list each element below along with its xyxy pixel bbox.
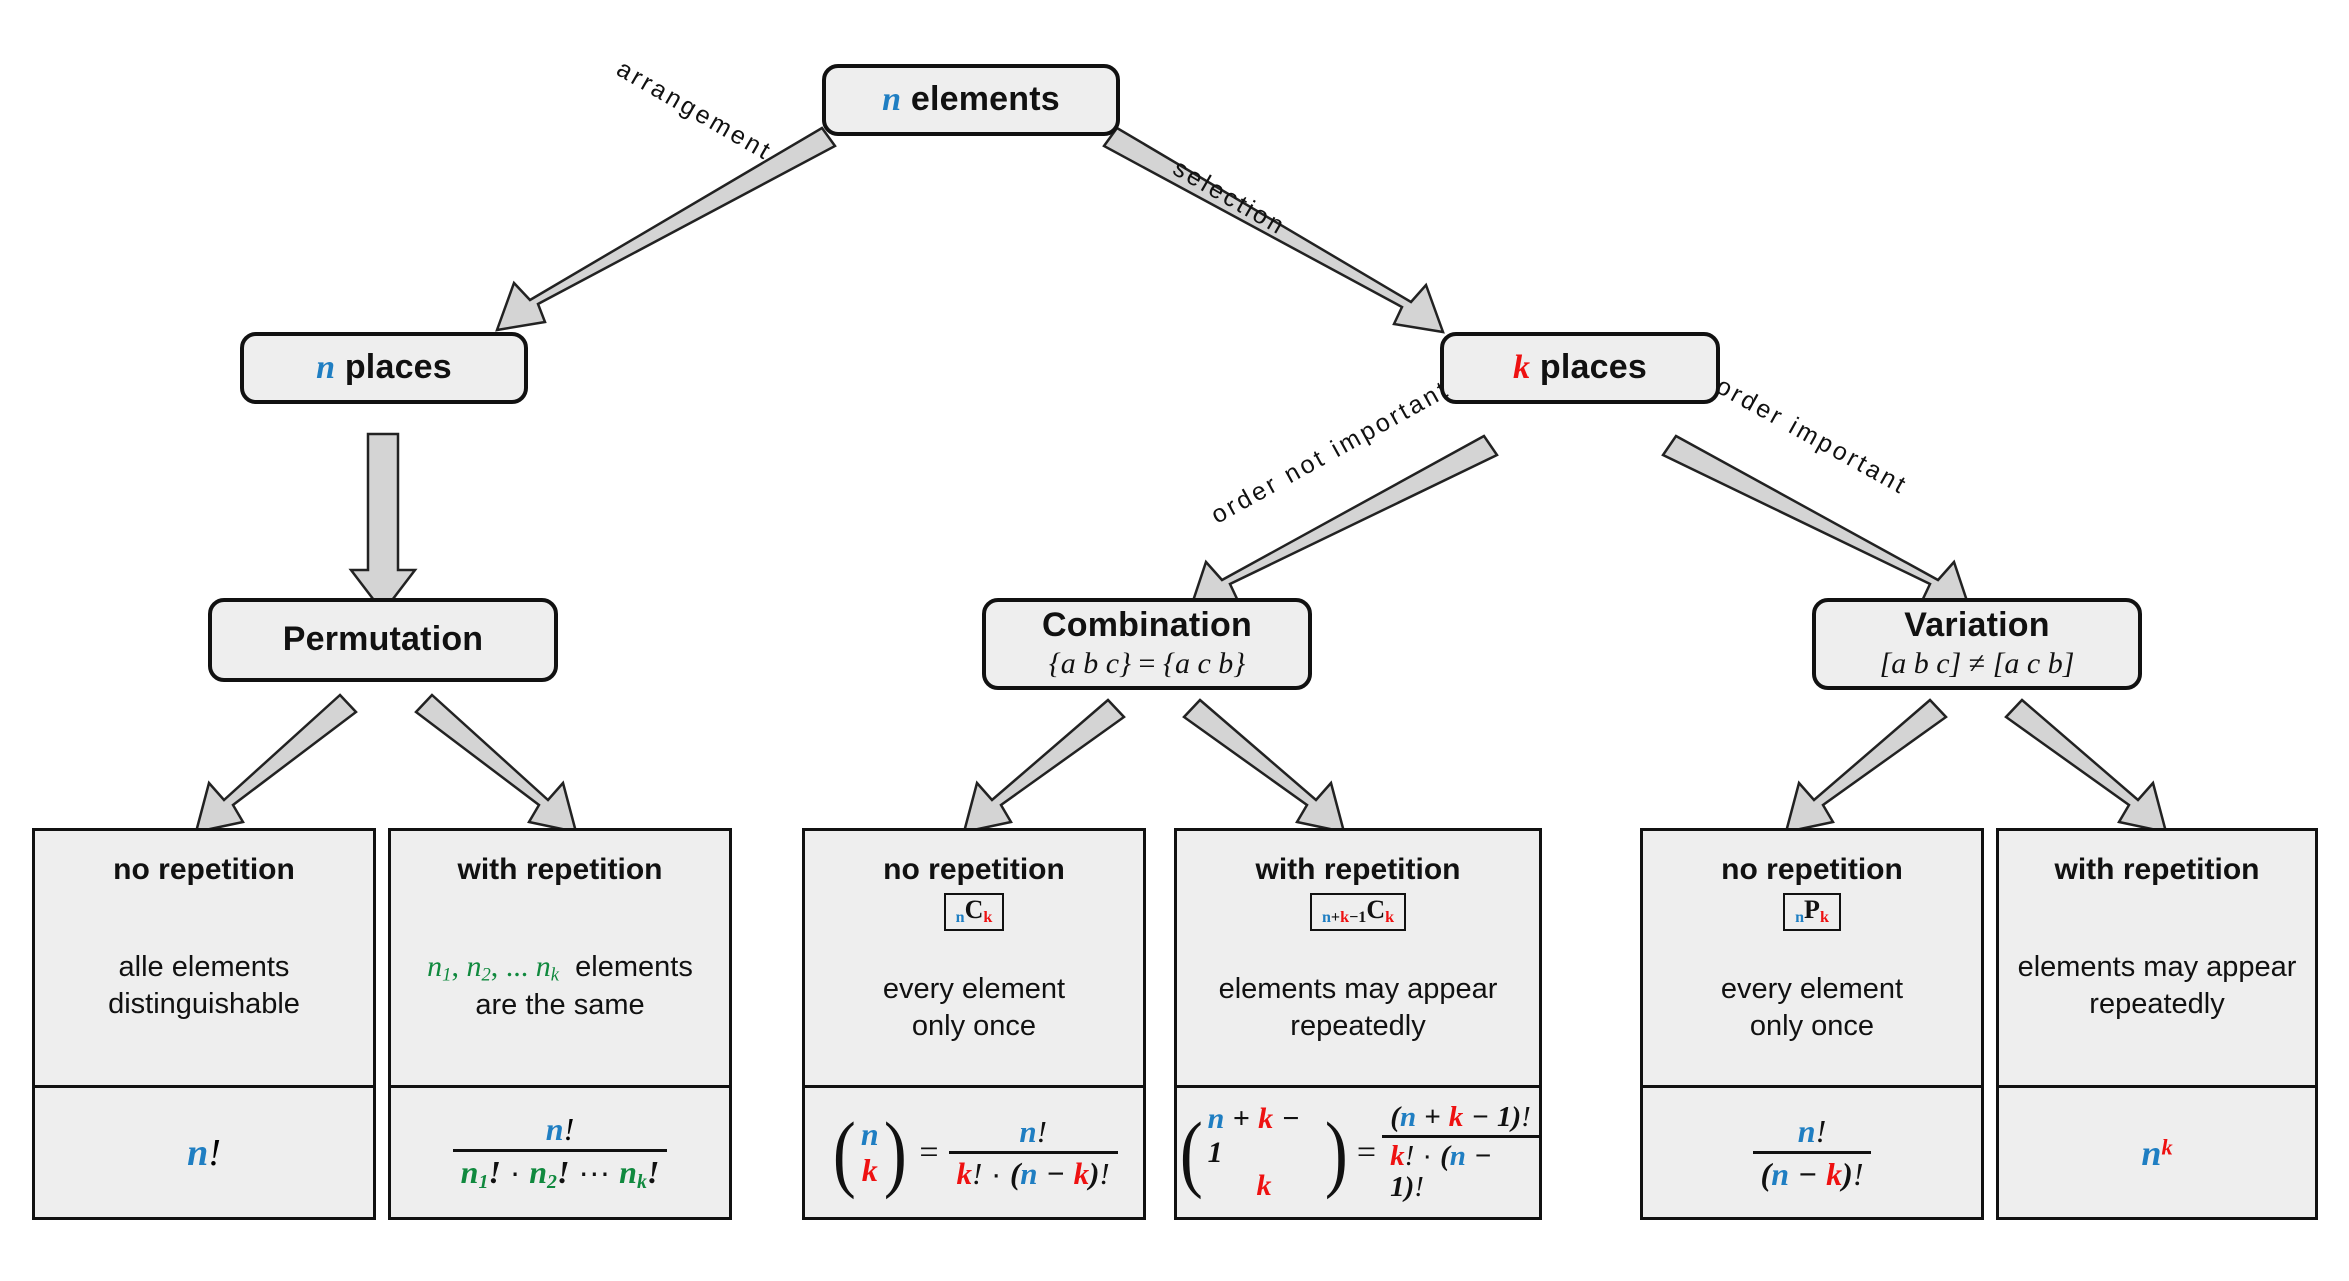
leaf-5-upper: no repetition nPk every element only onc… bbox=[1643, 831, 1981, 1085]
node-variation[interactable]: Variation [a b c] ≠ [a c b] bbox=[1812, 598, 2142, 690]
arrow-permutation-to-leaf-2 bbox=[414, 693, 578, 834]
arrow-root-to-n-places bbox=[495, 126, 837, 332]
node-n-elements[interactable]: n elements bbox=[822, 64, 1120, 136]
leaf-3-upper: no repetition nCk every element only onc… bbox=[805, 831, 1143, 1085]
leaf-4-header: with repetition bbox=[1255, 853, 1461, 886]
leaf-4-binomial: ( n + k − 1 k ) bbox=[1179, 1102, 1349, 1203]
leaf-4-formula: ( n + k − 1 k ) = bbox=[1177, 1085, 1539, 1217]
leaf-1-header: no repetition bbox=[113, 853, 295, 886]
leaf-3-notation: nCk bbox=[943, 893, 1005, 932]
leaf-3-binomial: ( n k ) bbox=[833, 1103, 907, 1200]
leaf-2-denominator: n1! · n2! ··· nk! bbox=[452, 1148, 668, 1193]
leaf-1-description: alle elements distinguishable bbox=[108, 950, 300, 1020]
node-permutation[interactable]: Permutation bbox=[208, 598, 558, 682]
leaf-6-upper: with repetition elements may appear repe… bbox=[1999, 831, 2315, 1085]
leaf-2-description: n1, n2, ... nk elements are the same bbox=[427, 949, 693, 1022]
leaf-variation-no-repetition[interactable]: no repetition nPk every element only onc… bbox=[1640, 828, 1984, 1220]
arrow-permutation-to-leaf-1 bbox=[194, 693, 358, 834]
node-n-places-label: n places bbox=[316, 348, 452, 387]
leaf-5-header: no repetition bbox=[1721, 853, 1903, 886]
leaf-variation-with-repetition[interactable]: with repetition elements may appear repe… bbox=[1996, 828, 2318, 1220]
leaf-2-numerator: n! bbox=[545, 1111, 575, 1148]
leaf-1-formula: n! bbox=[35, 1085, 373, 1217]
leaf-2-upper: with repetition n1, n2, ... nk elements … bbox=[391, 831, 729, 1085]
leaf-2-header: with repetition bbox=[457, 853, 663, 886]
arrow-n-places-to-permutation bbox=[348, 432, 418, 615]
arrow-k-places-to-combination bbox=[1188, 434, 1499, 612]
edge-label-order-not-important: order not important bbox=[1206, 374, 1455, 530]
node-n-places[interactable]: n places bbox=[240, 332, 528, 404]
leaf-4-description: elements may appear repeatedly bbox=[1218, 972, 1498, 1043]
node-n-elements-label: n elements bbox=[882, 80, 1060, 119]
leaf-6-description: elements may appear repeatedly bbox=[2017, 950, 2297, 1020]
leaf-combination-no-repetition[interactable]: no repetition nCk every element only onc… bbox=[802, 828, 1146, 1220]
leaf-permutation-with-repetition[interactable]: with repetition n1, n2, ... nk elements … bbox=[388, 828, 732, 1220]
edge-label-arrangement: arrangement bbox=[611, 54, 778, 167]
leaf-5-notation: nPk bbox=[1783, 893, 1841, 932]
leaf-2-formula: n! n1! · n2! ··· nk! bbox=[391, 1085, 729, 1217]
leaf-6-formula: nk bbox=[1999, 1085, 2315, 1217]
node-combination[interactable]: Combination {a b c} = {a c b} bbox=[982, 598, 1312, 690]
edge-label-selection: selection bbox=[1168, 153, 1292, 242]
node-variation-example: [a b c] ≠ [a c b] bbox=[1879, 647, 2075, 681]
leaf-4-notation: n+k−1Ck bbox=[1309, 893, 1407, 932]
arrow-combination-to-leaf-3 bbox=[962, 698, 1126, 834]
leaf-combination-with-repetition[interactable]: with repetition n+k−1Ck elements may app… bbox=[1174, 828, 1542, 1220]
node-k-places-label: k places bbox=[1513, 348, 1647, 387]
node-k-places[interactable]: k places bbox=[1440, 332, 1720, 404]
arrow-variation-to-leaf-6 bbox=[2004, 698, 2168, 834]
leaf-3-description: every element only once bbox=[882, 972, 1066, 1043]
node-variation-label: Variation bbox=[1904, 606, 2050, 645]
arrow-combination-to-leaf-4 bbox=[1182, 698, 1346, 834]
arrow-variation-to-leaf-5 bbox=[1784, 698, 1948, 834]
node-combination-label: Combination bbox=[1042, 606, 1252, 645]
leaf-5-formula: n! (n − k)! bbox=[1643, 1085, 1981, 1217]
leaf-5-description: every element only once bbox=[1720, 972, 1904, 1043]
leaf-permutation-no-repetition[interactable]: no repetition alle elements distinguisha… bbox=[32, 828, 376, 1220]
leaf-3-formula: ( n k ) = n! k! · (n − bbox=[805, 1085, 1143, 1217]
leaf-3-header: no repetition bbox=[883, 853, 1065, 886]
leaf-1-upper: no repetition alle elements distinguisha… bbox=[35, 831, 373, 1085]
leaf-6-header: with repetition bbox=[2054, 853, 2260, 886]
arrow-k-places-to-variation bbox=[1661, 434, 1972, 612]
node-combination-example: {a b c} = {a c b} bbox=[1048, 647, 1246, 681]
node-permutation-label: Permutation bbox=[282, 620, 484, 659]
leaf-4-upper: with repetition n+k−1Ck elements may app… bbox=[1177, 831, 1539, 1085]
edge-label-order-important: order important bbox=[1711, 371, 1913, 501]
